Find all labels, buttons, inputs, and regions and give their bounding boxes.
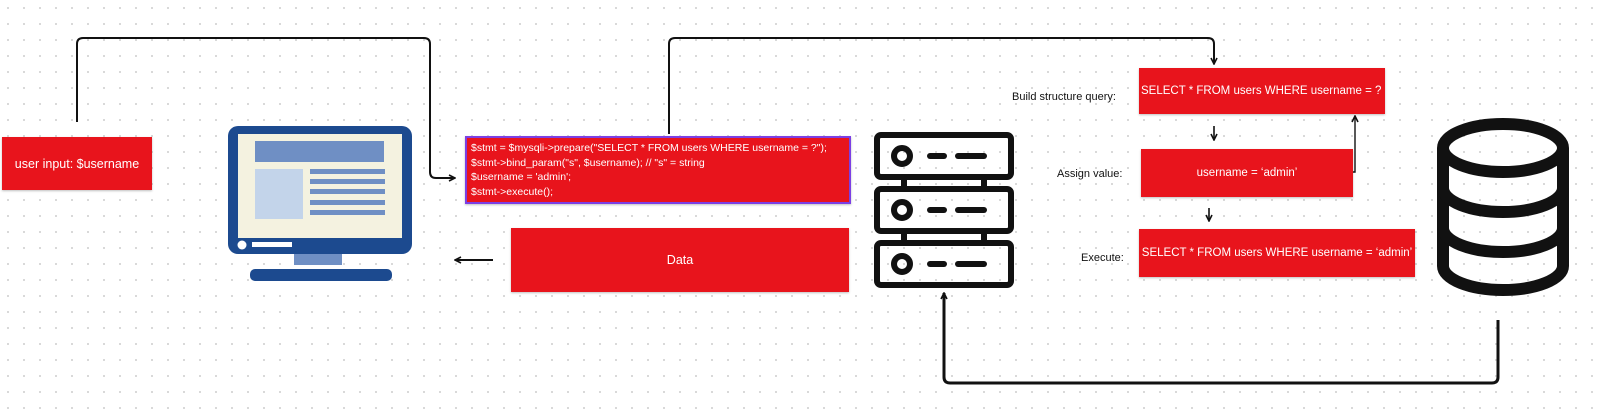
- execute-step-label: Execute:: [1081, 252, 1124, 264]
- assign-step-label: Assign value:: [1057, 168, 1123, 180]
- assign-value-box: username = ‘admin’: [1141, 149, 1353, 197]
- code-box: $stmt = $mysqli->prepare("SELECT * FROM …: [465, 136, 851, 204]
- assign-value-text: username = ‘admin’: [1196, 167, 1298, 179]
- data-label: Data: [666, 253, 694, 267]
- user-input-box: user input: $username: [2, 137, 152, 190]
- code-to-build-connector: [668, 37, 1214, 134]
- execute-query-box: SELECT * FROM users WHERE username = ‘ad…: [1139, 229, 1415, 277]
- build-step-label: Build structure query:: [1012, 91, 1116, 103]
- user-input-label: user input: $username: [14, 156, 140, 171]
- build-query-text: SELECT * FROM users WHERE username = ?: [1141, 85, 1382, 97]
- data-box: Data: [511, 228, 849, 292]
- server-rack-icon: [874, 132, 1014, 288]
- database-icon: [1437, 118, 1569, 296]
- database-to-server-connector: [944, 293, 1500, 385]
- input-to-code-connector: [76, 37, 455, 178]
- code-line: $stmt = $mysqli->prepare("SELECT * FROM …: [471, 142, 827, 154]
- assign-to-build-arrow: [1352, 116, 1355, 173]
- computer-monitor-icon: [228, 126, 412, 281]
- execute-query-text: SELECT * FROM users WHERE username = ‘ad…: [1141, 247, 1413, 259]
- code-line: $stmt->bind_param("s", $username); // "s…: [471, 156, 705, 169]
- code-line: $stmt->execute();: [471, 185, 553, 198]
- code-line: $username = 'admin';: [471, 171, 572, 183]
- build-query-box: SELECT * FROM users WHERE username = ?: [1139, 68, 1385, 114]
